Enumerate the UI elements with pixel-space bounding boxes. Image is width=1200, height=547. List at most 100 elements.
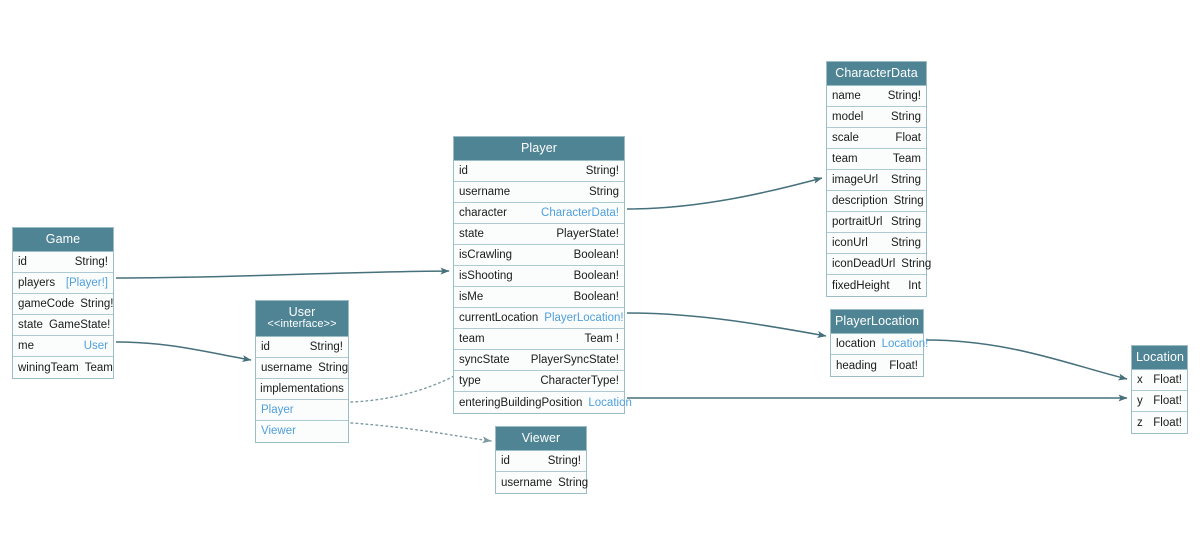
field-type: String! [585,165,619,177]
field-row[interactable]: scale Float [827,128,926,149]
field-type: Team [84,361,113,374]
field-name: id [501,455,510,467]
entity-name-text: PlayerLocation [835,314,920,328]
entity-name-text: Location [1136,350,1185,364]
field-name: fixedHeight [832,279,890,292]
entity-title-characterdata: CharacterData [827,62,926,86]
field-row[interactable]: id String! [496,451,586,472]
field-row[interactable]: implementations [256,378,348,400]
field-type: Boolean! [573,291,619,303]
field-row[interactable]: portraitUrl String [827,212,926,233]
field-row[interactable]: players[Player!] [13,273,113,294]
field-name: id [459,165,468,177]
field-name: imageUrl [832,174,879,186]
entity-title-location: Location [1132,346,1187,370]
field-type: CharacterData! [541,207,619,219]
field-name: implementations [260,382,344,395]
field-name: state [18,319,43,331]
field-type: String! [74,256,108,268]
field-type: User [83,340,108,352]
field-name: Player [261,403,294,416]
field-type: Float [895,132,921,144]
field-type: String [588,186,619,198]
field-name: me [18,340,34,352]
field-name: scale [832,132,859,144]
field-type: String [890,111,921,123]
field-row[interactable]: Viewer [256,420,348,442]
field-name: location [836,338,876,350]
entity-title-viewer: Viewer [496,427,586,451]
field-name: gameCode [18,298,75,310]
field-name: team [832,153,858,165]
field-row[interactable]: id String! [454,161,624,182]
field-name: currentLocation [459,312,539,324]
field-name: isCrawling [459,249,513,261]
field-row[interactable]: imageUrl String [827,170,926,191]
field-name: isMe [459,291,484,303]
field-type: Team ! [584,333,619,345]
field-type: String! [547,455,581,467]
field-name: x [1137,374,1143,386]
field-type: String [890,174,921,186]
field-name: character [459,207,507,219]
field-row[interactable]: isMe Boolean! [454,287,624,308]
field-name: name [832,90,861,102]
field-name: model [832,111,864,123]
field-type: String [893,195,924,207]
field-row[interactable]: z Float! [1132,412,1187,433]
entity-name-text: User [288,305,316,319]
entity-title-playerlocation: PlayerLocation [831,310,923,334]
field-type: Float! [1153,416,1182,429]
field-type: Location [588,396,632,409]
field-type: String [890,216,921,228]
field-name: type [459,375,481,387]
entity-name-text: Game [45,232,81,246]
entity-title-user: User<<interface>> [256,301,348,337]
field-row[interactable]: Player [256,399,348,421]
field-row[interactable]: me User [13,336,113,357]
field-row[interactable]: character CharacterData! [454,203,624,224]
field-type: PlayerState! [556,228,619,240]
edge-game-me-to-user [115,341,252,362]
field-name: username [261,361,313,374]
field-type: Float! [1153,395,1182,407]
field-row[interactable]: model String [827,107,926,128]
field-name: z [1137,416,1143,429]
field-name: id [261,340,270,353]
field-type: String [890,237,921,249]
field-name: portraitUrl [832,216,883,228]
